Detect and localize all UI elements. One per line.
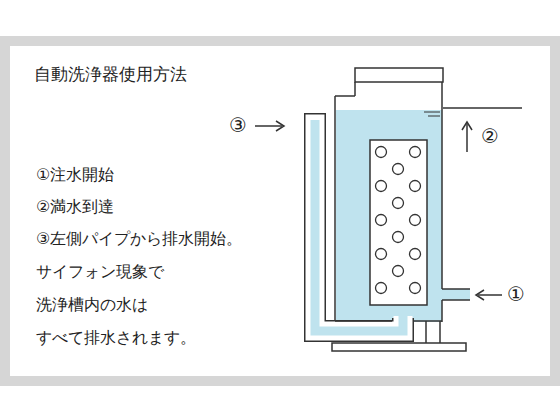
basket-hole (410, 249, 421, 260)
basket-hole (393, 198, 404, 209)
step-text: ①注水開始 (36, 165, 114, 184)
arrowhead (462, 122, 472, 130)
stand-leg (439, 321, 441, 343)
basket-hole (376, 181, 387, 192)
callout-number: ① (506, 282, 526, 306)
inlet-pipe (442, 299, 470, 301)
step-text: ②満水到達 (36, 197, 114, 216)
step-text: ③左側パイプから排水開始。 (36, 229, 242, 248)
tank-wall (335, 95, 355, 97)
tank-bottom (414, 320, 442, 322)
basket-hole (410, 283, 421, 294)
stand-leg (425, 321, 427, 343)
note-text: サイフォン現象で (36, 262, 164, 281)
tank-wall (441, 300, 443, 322)
tank-wall (354, 82, 356, 96)
basket-hole (393, 232, 404, 243)
callout-number: ③ (228, 113, 248, 137)
level-line (443, 107, 522, 109)
inlet-water (442, 289, 470, 300)
arrowhead (276, 121, 284, 131)
frame (0, 36, 560, 386)
basket-hole (410, 147, 421, 158)
water-surface (428, 116, 440, 117)
basket-holes (376, 147, 421, 294)
basket-hole (376, 249, 387, 260)
title: 自動洗浄器使用方法 (34, 64, 187, 84)
callout-number: ② (480, 124, 500, 148)
basket-hole (376, 283, 387, 294)
arrow (466, 124, 468, 152)
note-text: 洗浄槽内の水は (36, 295, 148, 314)
tank-bottom (335, 320, 392, 322)
note-text: すべて排水されます。 (36, 328, 196, 347)
basket-hole (376, 215, 387, 226)
water (336, 110, 442, 322)
basket-hole (393, 164, 404, 175)
basket-hole (410, 215, 421, 226)
panel (10, 46, 550, 376)
water-surface (424, 112, 440, 113)
arrowhead (476, 290, 484, 300)
tank-wall (334, 96, 336, 320)
tank-lid (355, 68, 443, 82)
inlet-pipe (442, 288, 470, 290)
tank-wall (441, 82, 443, 289)
arrow (255, 125, 282, 127)
basket-hole (410, 181, 421, 192)
base-plate (332, 343, 466, 351)
basket-hole (393, 266, 404, 277)
basket-hole (376, 147, 387, 158)
basket (370, 140, 427, 305)
arrow (478, 294, 502, 296)
